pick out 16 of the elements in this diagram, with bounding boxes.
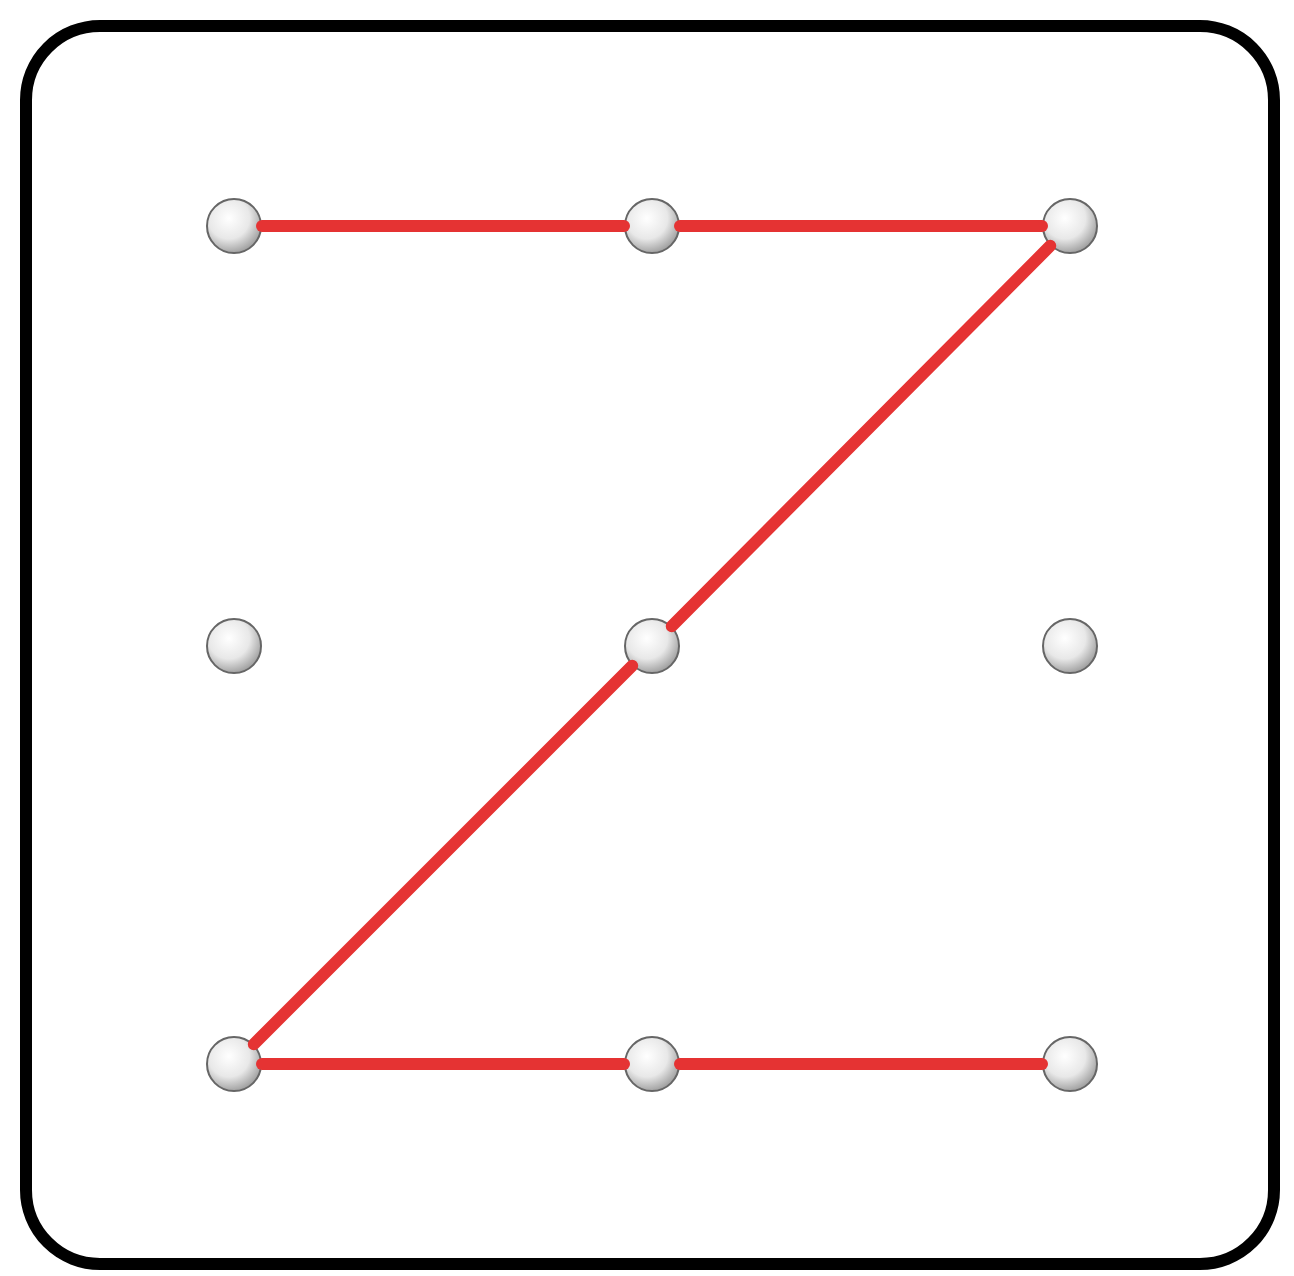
board-frame (20, 20, 1280, 1270)
connector-line (665, 239, 1057, 633)
peg (206, 618, 262, 674)
peg (624, 1036, 680, 1092)
peg (624, 198, 680, 254)
connector-line (674, 220, 1048, 232)
connector-line (256, 1058, 630, 1070)
peg (206, 198, 262, 254)
peg (206, 1036, 262, 1092)
peg (1042, 198, 1098, 254)
peg (624, 618, 680, 674)
connector-line (674, 1058, 1048, 1070)
peg (1042, 1036, 1098, 1092)
connector-line (247, 659, 639, 1051)
connector-line (256, 220, 630, 232)
peg (1042, 618, 1098, 674)
